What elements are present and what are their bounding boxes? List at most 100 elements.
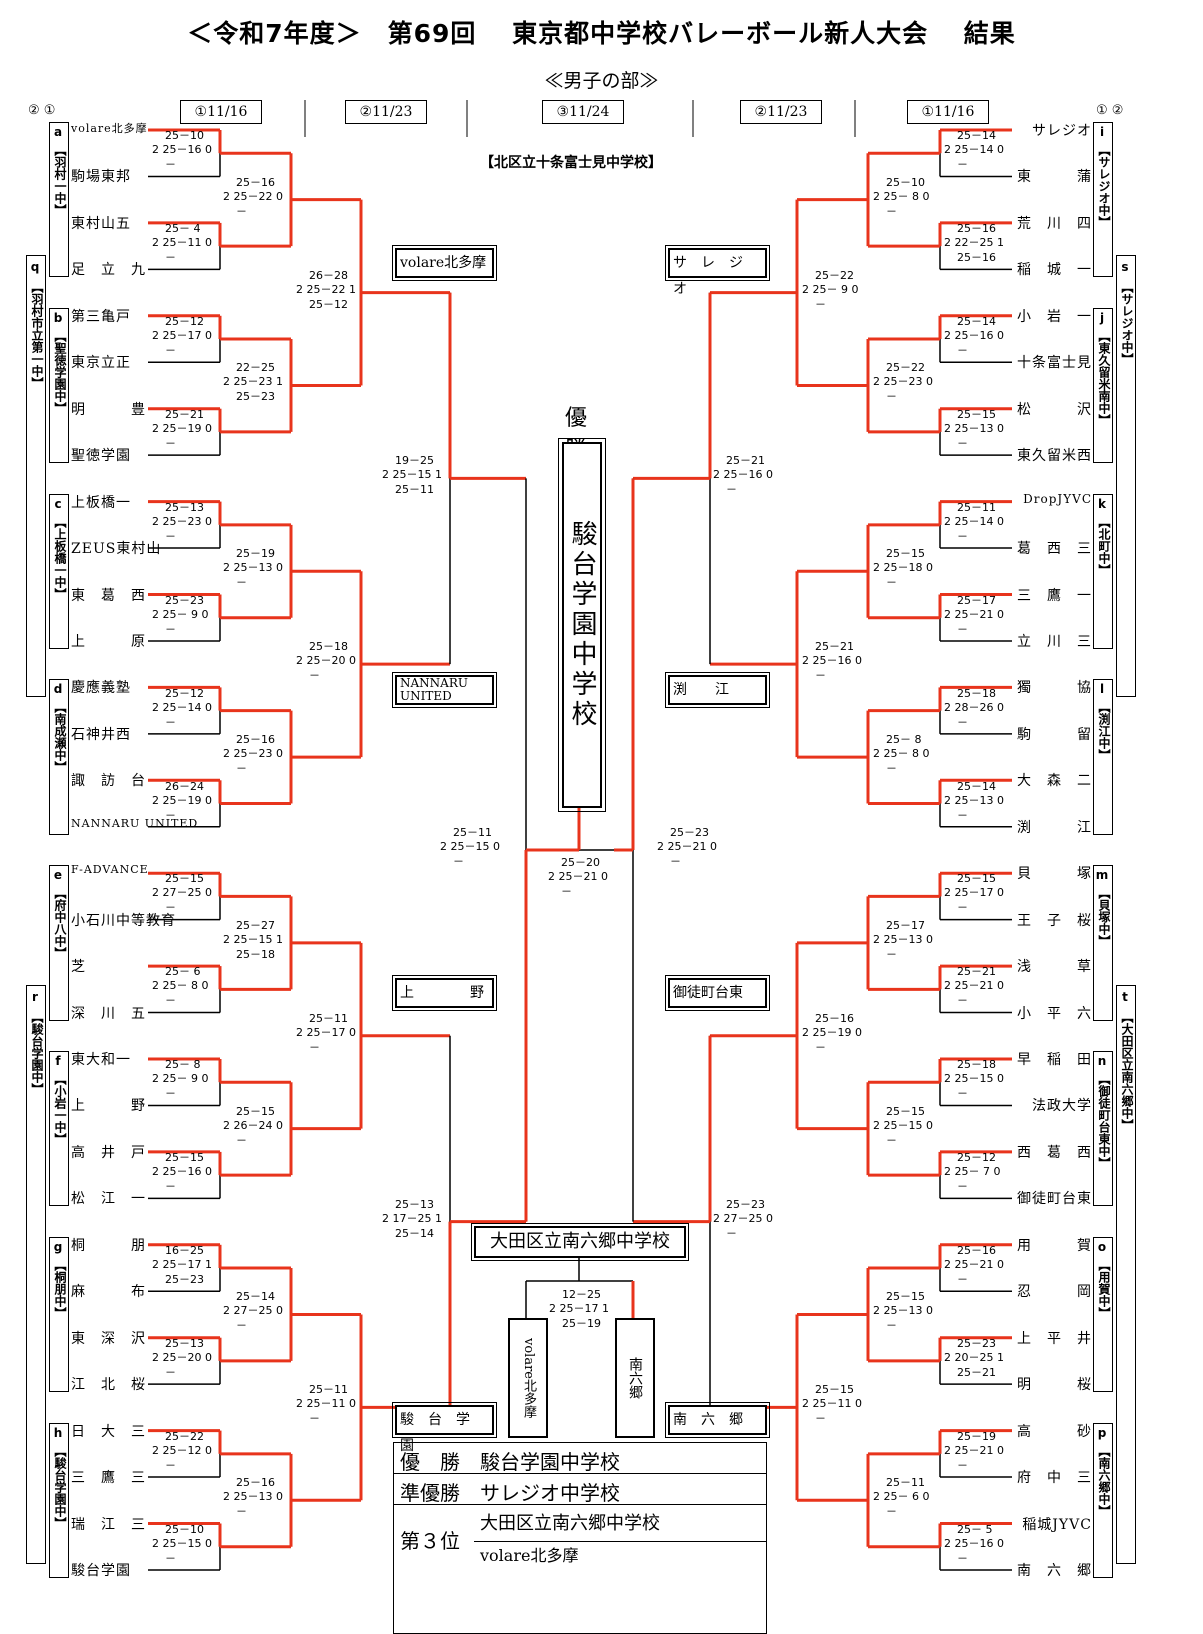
score-left-r3: 25－11 [309,1011,348,1025]
score-left-r1: 25－13 [165,500,204,514]
round-header: ①11/16 [907,100,989,124]
score-left-r1: 25－23 [165,1273,204,1287]
score-right-r3: 25－16 [815,1011,854,1025]
score-right-r3: 2 25－19 0 [802,1025,862,1039]
group-name: 【南六郷中】 [1097,1444,1111,1517]
team-name: 府 中 三 [1017,1470,1092,1487]
score-left-r1: 2 25－ 9 0 [152,607,209,621]
group-letter: b [53,310,63,325]
group-letter: h [53,1425,63,1440]
team-name: 御徒町台東 [1017,1191,1092,1208]
team-name: 上板橋一 [71,494,131,511]
group-box [1093,122,1113,278]
team-name: 立 川 三 [1017,633,1092,650]
outer-group-box [1116,255,1136,697]
group-letter: m [1095,868,1109,883]
score-left-r1: 25－ 8 [165,1058,201,1072]
score-right-r2: 25－11 [886,1476,925,1490]
score-left-r1: 2 25－19 0 [152,793,212,807]
team-name: 三 鷹 三 [71,1470,146,1487]
score-right-r1: － [957,1087,968,1101]
team-name: サレジオ [1032,123,1092,139]
score-right-qf: － [726,1226,737,1240]
score-left-r1: 25－10 [165,129,204,143]
score-right-r2: － [886,204,897,218]
group-letter: g [53,1239,63,1254]
score-left-r1: 25－10 [165,1522,204,1536]
score-right-r1: 2 25－15 0 [944,1072,1004,1086]
team-name: 上 原 [71,633,146,650]
score-right-r1: 2 25－21 0 [944,607,1004,621]
score-right-r3: 25－21 [815,640,854,654]
team-name: 江 北 桜 [71,1377,146,1394]
round-header: ②11/23 [740,100,822,124]
score-left-r1: － [165,344,176,358]
score-final: 2 25－21 0 [548,869,608,883]
score-left-r1: 16－25 [165,1244,204,1258]
score-right-r1: － [957,1551,968,1565]
summary-value: サレジオ中学校 [480,1481,620,1505]
score-left-r1: 2 27－25 0 [152,886,212,900]
score-left-r1: 2 25－17 0 [152,329,212,343]
score-left-r1: 25－12 [165,686,204,700]
score-left-r1: － [165,158,176,172]
score-right-r1: 2 22－25 1 [944,236,1004,250]
page-subtitle: ≪男子の部≫ [544,70,659,92]
score-left-r1: 25－12 [165,315,204,329]
score-third: 25－19 [562,1317,601,1330]
team-name: 松 江 一 [71,1191,146,1208]
team-name: 南 六 郷 [1017,1562,1092,1579]
score-left-r3: － [309,1412,320,1426]
score-right-r2: － [886,1133,897,1147]
page-title: ＜令和7年度＞ 第69回 東京都中学校バレーボール新人大会 結果 [187,19,1016,48]
team-name: 深 川 五 [71,1005,146,1022]
score-right-r1: 2 25－21 0 [944,979,1004,993]
score-right-sf: － [670,854,681,868]
team-name: 明 豊 [71,401,146,418]
score-left-r2: 25－14 [236,1290,275,1304]
team-name: 稲 城 一 [1017,262,1092,279]
score-right-r3: － [815,1040,826,1054]
group-box [1093,679,1113,835]
score-left-r1: 2 25－23 0 [152,514,212,528]
score-right-r1: 25－15 [957,407,996,421]
group-letter: q [30,260,40,274]
summary-value-2: volare北多摩 [474,1541,766,1566]
group-name: 【小岩一中】 [53,1073,67,1145]
score-left-r1: － [165,251,176,265]
score-right-r2: 25－ 8 [886,733,922,747]
team-name: 小 平 六 [1017,1005,1092,1022]
team-name: 渕 江 [1017,819,1092,836]
score-left-r1: － [165,1458,176,1472]
score-right-r1: － [957,808,968,822]
group-name: 【上板橋一中】 [53,515,67,600]
score-left-qf: 2 25－15 1 [382,468,442,482]
team-name: 小石川中等教育 [71,912,176,929]
team-name: 西 葛 西 [1017,1144,1092,1161]
group-box [1093,307,1113,464]
score-right-r1: 2 25－16 0 [944,329,1004,343]
score-right-r2: 2 25－13 0 [873,1304,933,1318]
score-right-r1: 25－16 [957,222,996,236]
score-right-r1: 2 25－14 0 [944,143,1004,157]
team-name: 貝 塚 [1017,866,1092,883]
team-name: 東久留米西 [1017,448,1092,465]
qf-winner-box: 御徒町台東 [665,975,770,1011]
score-left-r3: 25－12 [309,297,348,311]
score-left-r2: － [236,1505,247,1519]
score-right-r1: 25－17 [957,593,996,607]
score-left-r2: － [236,762,247,776]
group-name: 【サレジオ中】 [1120,281,1134,365]
group-letter: r [32,990,38,1004]
team-name: 法政大学 [1032,1098,1092,1115]
score-right-r1: 2 25－13 0 [944,793,1004,807]
score-right-r2: 2 25－ 6 0 [873,1490,930,1504]
score-right-r1: 25－ 5 [957,1522,993,1536]
group-box [1093,1051,1113,1207]
score-right-r1: 25－12 [957,1151,996,1165]
score-right-r2: 25－15 [886,1290,925,1304]
score-left-r1: － [165,808,176,822]
score-right-r2: 2 25－23 0 [873,375,933,389]
score-left-r2: － [236,204,247,218]
score-left-r3: 25－18 [309,640,348,654]
